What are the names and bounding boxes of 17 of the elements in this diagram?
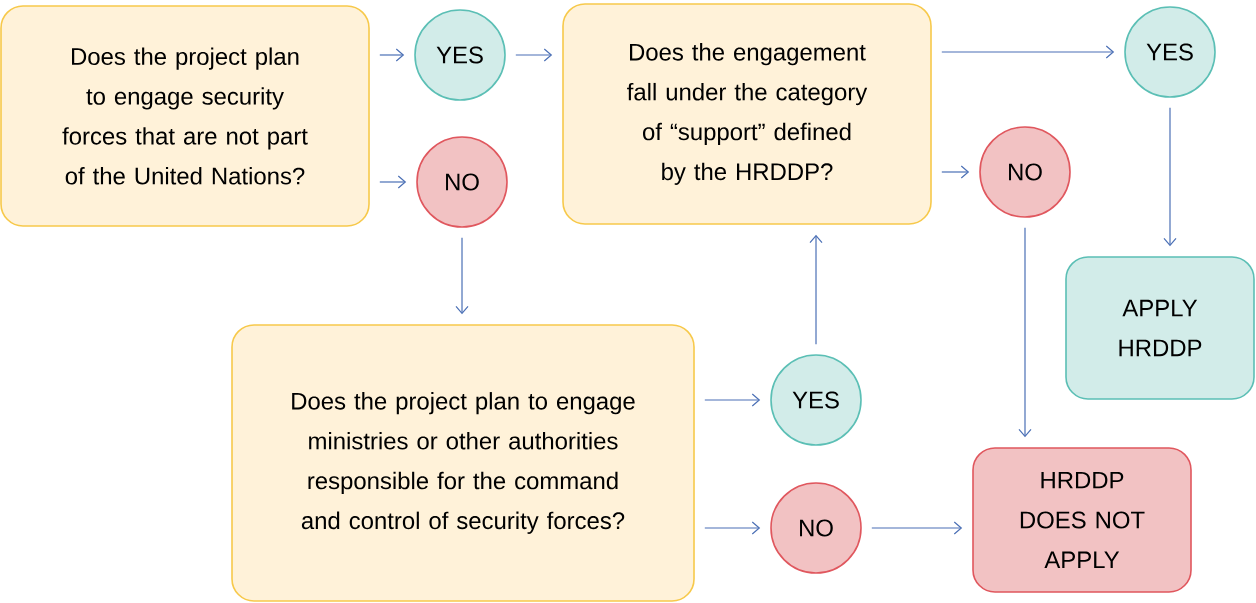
result-box: APPLY HRDDP [1065,256,1255,400]
question-box: Does the project plan to engage ministries or other authorities responsible for the command and control of security forces? [231,324,695,602]
arrow [1163,107,1177,247]
arrow [379,48,405,62]
question-box: Does the project plan to engage security forces that are not part of the United Nations? [0,5,370,227]
result-box: HRDDP DOES NOT APPLY [972,447,1192,593]
question-box: Does the engagement fall under the category of “support” defined by the HRDDP? [562,3,932,225]
arrow [1018,227,1032,438]
arrow [704,393,761,407]
arrow [871,521,963,535]
arrow [704,521,761,535]
arrow [941,165,970,179]
arrow [379,175,407,189]
arrow [515,48,553,62]
arrow [455,237,469,315]
arrow [809,234,823,345]
arrow [941,45,1115,59]
